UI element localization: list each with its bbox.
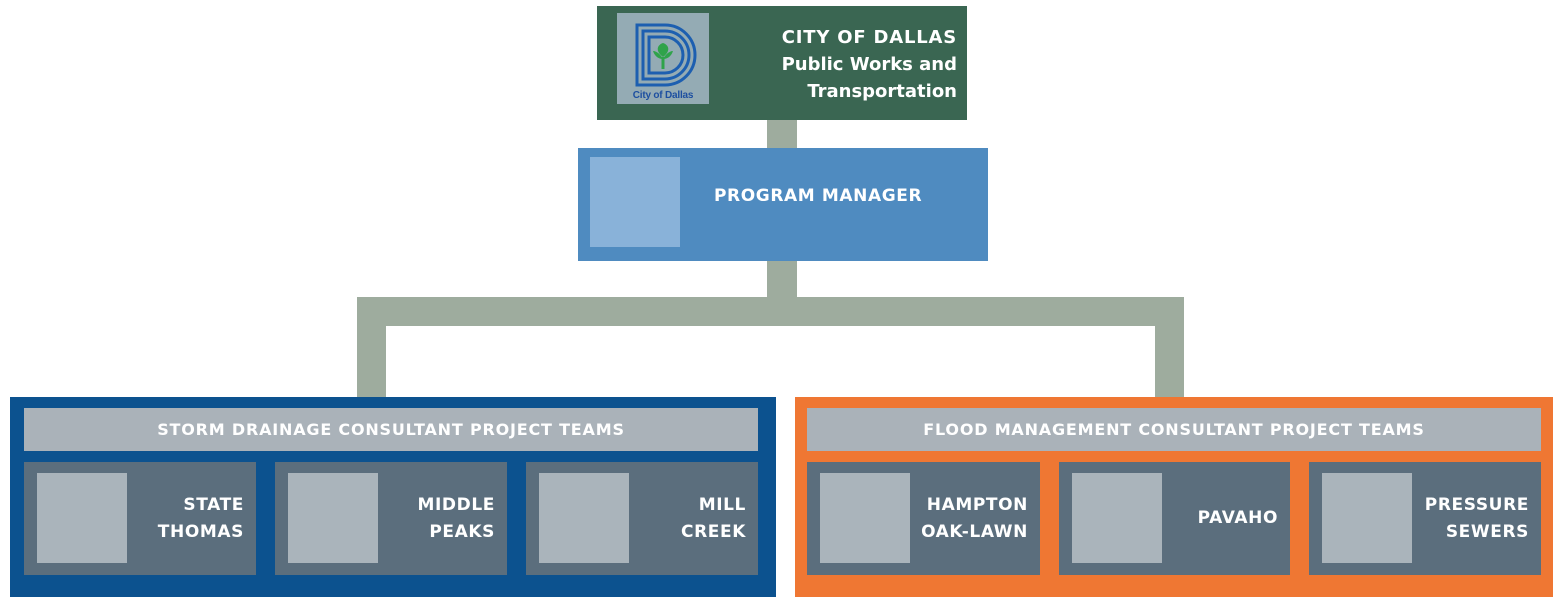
- dallas-d-logo-icon: [635, 23, 697, 87]
- team-label: MIDDLE PEAKS: [417, 462, 495, 575]
- team-label-line-1: MILL: [698, 494, 746, 515]
- team-label: PRESSURE SEWERS: [1425, 462, 1529, 575]
- team-label-line-2: THOMAS: [157, 521, 244, 542]
- team-label-line-2: SEWERS: [1445, 521, 1529, 542]
- team-photo-placeholder: [539, 473, 629, 563]
- flood-management-group: FLOOD MANAGEMENT CONSULTANT PROJECT TEAM…: [795, 397, 1553, 597]
- connector-city-to-pm: [767, 119, 797, 149]
- team-label-line-1: HAMPTON: [926, 494, 1028, 515]
- department-line-1: Public Works and: [781, 54, 957, 75]
- team-photo-placeholder: [1322, 473, 1412, 563]
- connector-right-drop: [1155, 297, 1184, 398]
- team-card-middle-peaks: MIDDLE PEAKS: [275, 462, 507, 575]
- storm-drainage-header: STORM DRAINAGE CONSULTANT PROJECT TEAMS: [24, 408, 758, 451]
- city-of-dallas-logo: City of Dallas: [617, 13, 709, 104]
- team-label-line-1: MIDDLE: [417, 494, 495, 515]
- team-label: PAVAHO: [1198, 462, 1278, 575]
- team-label-line-1: PAVAHO: [1197, 508, 1278, 528]
- team-photo-placeholder: [37, 473, 127, 563]
- logo-caption: City of Dallas: [632, 90, 694, 101]
- team-card-state-thomas: STATE THOMAS: [24, 462, 256, 575]
- team-card-pavaho: PAVAHO: [1059, 462, 1290, 575]
- team-label-line-2: PEAKS: [429, 521, 495, 542]
- connector-left-drop: [357, 297, 386, 398]
- team-photo-placeholder: [1072, 473, 1162, 563]
- flood-management-header: FLOOD MANAGEMENT CONSULTANT PROJECT TEAM…: [807, 408, 1541, 451]
- team-label-line-2: OAK-LAWN: [921, 521, 1028, 542]
- team-card-mill-creek: MILL CREEK: [526, 462, 758, 575]
- connector-horizontal: [357, 297, 1184, 326]
- connector-pm-down: [767, 260, 797, 298]
- team-card-hampton-oak-lawn: HAMPTON OAK-LAWN: [807, 462, 1040, 575]
- team-label: STATE THOMAS: [158, 462, 244, 575]
- team-photo-placeholder: [288, 473, 378, 563]
- team-card-pressure-sewers: PRESSURE SEWERS: [1309, 462, 1541, 575]
- team-label-line-1: STATE: [183, 494, 244, 515]
- storm-drainage-group: STORM DRAINAGE CONSULTANT PROJECT TEAMS …: [10, 397, 776, 597]
- city-title: CITY OF DALLAS: [781, 27, 957, 48]
- team-label-line-2: CREEK: [681, 521, 746, 542]
- program-manager-label: PROGRAM MANAGER: [714, 186, 923, 206]
- team-label: HAMPTON OAK-LAWN: [921, 462, 1028, 575]
- program-manager-photo-placeholder: [590, 157, 680, 247]
- department-line-2: Transportation: [807, 81, 957, 102]
- team-photo-placeholder: [820, 473, 910, 563]
- team-label: MILL CREEK: [681, 462, 746, 575]
- team-label-line-1: PRESSURE: [1424, 494, 1529, 515]
